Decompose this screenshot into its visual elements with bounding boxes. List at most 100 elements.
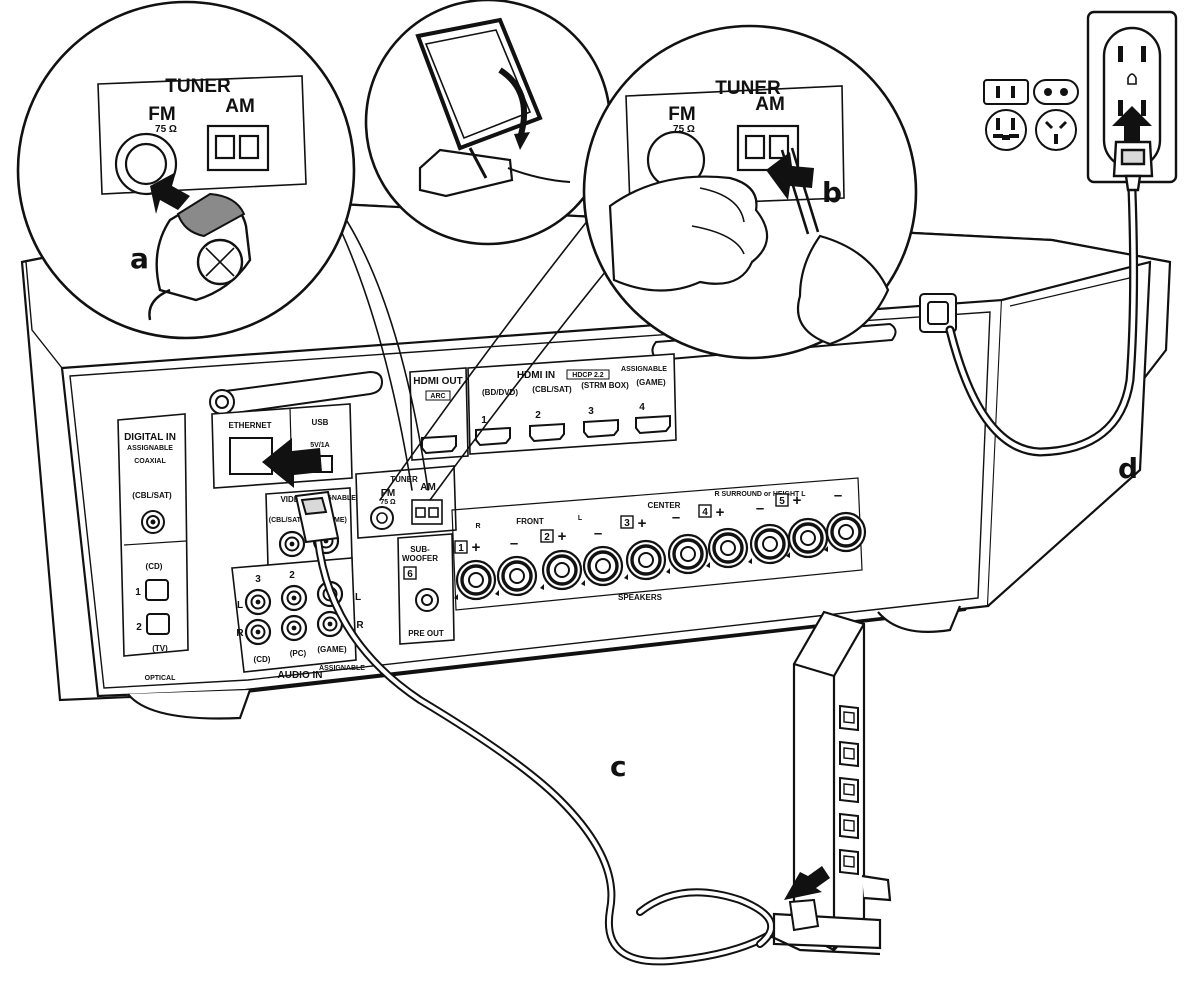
panel-am-terminal bbox=[411, 499, 443, 525]
video-in-cbl-sat: (CBL/SAT) bbox=[269, 517, 303, 524]
coaxial-label: COAXIAL bbox=[134, 458, 166, 465]
callout-a: a bbox=[130, 242, 149, 275]
speaker-plus-1: + bbox=[472, 539, 481, 556]
hdmi-port bbox=[529, 422, 565, 443]
rca-jack bbox=[280, 614, 308, 642]
video-in-assignable: ASSIGNABLE bbox=[310, 495, 356, 502]
speaker-plus-3: + bbox=[638, 515, 647, 532]
plug-type-icons bbox=[983, 79, 1079, 151]
audio-in-assignable: ASSIGNABLE bbox=[319, 665, 365, 672]
usb-rating: 5V/1A bbox=[310, 442, 329, 449]
hdcp-badge bbox=[566, 369, 610, 380]
arc-badge bbox=[425, 390, 451, 401]
speaker-terminals bbox=[454, 511, 867, 601]
panel-ohm-label: 75 Ω bbox=[380, 499, 396, 506]
coaxial-jack bbox=[141, 510, 165, 534]
front-r-label: R bbox=[475, 523, 480, 530]
optical-jack-2 bbox=[146, 613, 170, 635]
zoom-am-am-label: AM bbox=[755, 94, 785, 115]
digital-in-assignable: ASSIGNABLE bbox=[127, 445, 173, 452]
optical-jack-1 bbox=[145, 579, 169, 601]
speaker-minus-3: – bbox=[672, 509, 680, 526]
ethernet-plug-router bbox=[788, 898, 820, 932]
speaker-minus-2: – bbox=[594, 525, 602, 542]
audio-r-label: R bbox=[236, 628, 244, 639]
panel-fm-jack bbox=[370, 506, 394, 530]
optical-label: OPTICAL bbox=[145, 675, 176, 682]
router-port bbox=[839, 776, 859, 804]
zoom-am-fm-label: FM bbox=[668, 104, 695, 125]
speaker-minus-5: – bbox=[834, 487, 842, 504]
speakers-label: SPEAKERS bbox=[618, 593, 663, 602]
ethernet-port bbox=[229, 437, 273, 475]
ethernet-label: ETHERNET bbox=[228, 421, 271, 430]
zoom-am-ohm-label: 75 Ω bbox=[673, 124, 695, 135]
audio-in-pc: (PC) bbox=[290, 649, 307, 658]
zoom-am-tuner-label: TUNER bbox=[715, 78, 781, 99]
hdmi-3-num: 3 bbox=[588, 406, 594, 417]
optical-num-2: 2 bbox=[136, 622, 142, 633]
speaker-minus-4: – bbox=[756, 500, 764, 517]
speaker-terminal bbox=[706, 527, 749, 569]
rca-jack bbox=[280, 584, 308, 612]
rca-jack bbox=[244, 618, 272, 646]
callout-d: d bbox=[1118, 452, 1138, 485]
zoom-fm-am-label: AM bbox=[225, 96, 255, 117]
insert-arrow-power bbox=[1112, 106, 1152, 142]
front-l-label: L bbox=[578, 515, 583, 522]
hdmi-1-source: (BD/DVD) bbox=[482, 388, 518, 397]
digital-in-block: DIGITAL IN ASSIGNABLE COAXIAL (CBL/SAT) … bbox=[117, 413, 189, 682]
audio-in-2: 2 bbox=[289, 570, 295, 581]
ethernet-plug-receiver bbox=[294, 490, 340, 544]
router-port bbox=[839, 704, 859, 732]
insert-arrow-ethernet bbox=[262, 438, 322, 488]
speaker-terminal bbox=[624, 539, 667, 581]
insert-arrow-router bbox=[784, 866, 830, 900]
optical-cd-label: (CD) bbox=[146, 562, 163, 571]
zoom-fm-fm-label: FM bbox=[148, 104, 175, 125]
router-port bbox=[839, 740, 859, 768]
speaker-terminal bbox=[824, 511, 867, 553]
hdmi-2-num: 2 bbox=[535, 410, 541, 421]
speaker-terminal bbox=[495, 555, 538, 597]
speaker-terminal bbox=[666, 533, 709, 575]
pre-out-label: PRE OUT bbox=[408, 629, 444, 638]
optical-tv-label: (TV) bbox=[152, 644, 168, 653]
hdmi-ports bbox=[421, 414, 671, 455]
subwoofer-num: 6 bbox=[407, 569, 413, 580]
hdmi-port bbox=[421, 434, 457, 455]
zoom-am-connection: TUNER FM 75 Ω AM bbox=[582, 24, 918, 360]
speaker-terminal bbox=[454, 559, 497, 601]
router-ports bbox=[839, 704, 859, 876]
audio-in-game: (GAME) bbox=[317, 645, 347, 654]
hdmi-port bbox=[635, 414, 671, 435]
zoom-fm-ohm-label: 75 Ω bbox=[155, 124, 177, 135]
hdmi-3-source: (STRM BOX) bbox=[581, 381, 629, 390]
wall-outlet bbox=[1086, 10, 1178, 192]
surround-label: R SURROUND or HEIGHT L bbox=[715, 491, 807, 498]
speaker-plus-2: + bbox=[558, 528, 567, 545]
speaker-plus-5: + bbox=[793, 492, 802, 509]
hdmi-in-label: HDMI IN bbox=[517, 370, 555, 381]
hdmi-4-source: (GAME) bbox=[636, 378, 666, 387]
router-port bbox=[839, 848, 859, 876]
audio-in-cd: (CD) bbox=[254, 655, 271, 664]
hdmi-2-source: (CBL/SAT) bbox=[532, 385, 572, 394]
router-port bbox=[839, 812, 859, 840]
hdcp-label: HDCP 2.2 bbox=[572, 372, 603, 379]
hdmi-1-num: 1 bbox=[481, 415, 487, 426]
speaker-terminal bbox=[748, 523, 791, 565]
panel-tuner-block: TUNER FM 75 Ω AM bbox=[355, 465, 457, 539]
zoom-am-loop bbox=[364, 0, 612, 246]
router bbox=[769, 610, 892, 956]
rca-jack bbox=[244, 588, 272, 616]
speaker-num-1: 1 bbox=[458, 543, 464, 554]
speaker-terminal bbox=[540, 549, 583, 591]
panel-fm-label: FM bbox=[381, 488, 395, 499]
speaker-num-2: 2 bbox=[544, 532, 550, 543]
panel-tuner-label: TUNER bbox=[390, 475, 418, 484]
optical-num-1: 1 bbox=[135, 587, 141, 598]
sub-num-box bbox=[403, 566, 417, 580]
speaker-minus-1: – bbox=[510, 535, 518, 552]
subwoofer-jack bbox=[415, 588, 439, 612]
